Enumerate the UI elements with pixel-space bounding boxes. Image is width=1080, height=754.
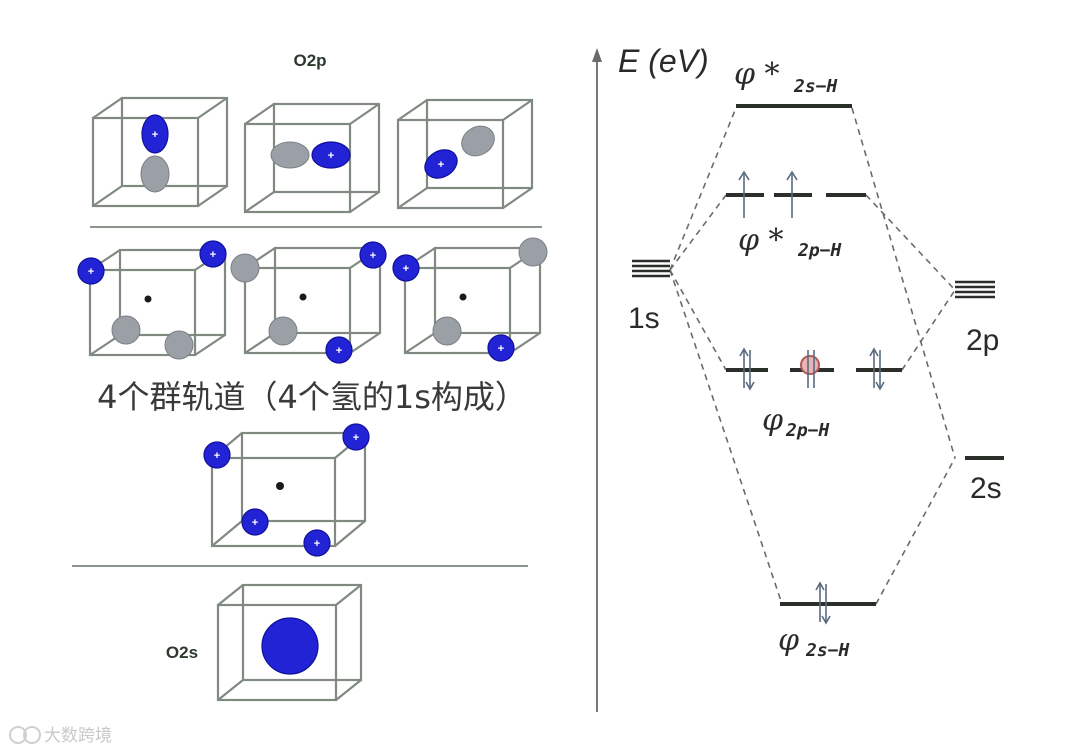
- energy-axis: [592, 48, 602, 712]
- correlation-lines: [669, 107, 956, 605]
- svg-text:+: +: [214, 450, 220, 462]
- svg-text:+: +: [353, 432, 359, 444]
- up-down-arrow-pair-icon: [739, 347, 755, 391]
- up-down-arrow-pair-icon: [869, 347, 885, 391]
- o-2p-levels: [955, 280, 995, 299]
- o2s-sphere: [261, 617, 319, 675]
- negative-lobe: [461, 125, 495, 157]
- svg-text:大数跨境: 大数跨境: [44, 726, 112, 745]
- svg-text:2p−H: 2p−H: [797, 240, 842, 261]
- group-orbital-cube-c: + +: [392, 237, 548, 362]
- positive-lobe: [141, 114, 169, 154]
- antibonding-2p-levels: [726, 170, 866, 218]
- svg-text:φ *: φ *: [734, 57, 780, 92]
- h-1s-label: 1s: [628, 302, 660, 335]
- o2p-cube-pz: +: [91, 96, 229, 208]
- bonding-2p-levels: [726, 347, 902, 391]
- svg-text:+: +: [336, 345, 342, 357]
- o2p-cube-py: +: [396, 98, 534, 210]
- svg-text:φ: φ: [778, 623, 799, 658]
- svg-text:φ *: φ *: [738, 223, 784, 258]
- bonding-2s-label: φ 2s−H: [778, 623, 850, 661]
- group-orbital-cube-b: + +: [230, 241, 387, 364]
- svg-text:φ: φ: [762, 403, 783, 438]
- negative-lobe: [140, 155, 170, 193]
- watermark: 大数跨境: [9, 726, 112, 745]
- o2s-label: O2s: [166, 643, 198, 662]
- svg-text:2s−H: 2s−H: [793, 76, 838, 97]
- svg-text:+: +: [498, 343, 504, 355]
- o-2p-label: 2p: [966, 324, 999, 357]
- svg-text:+: +: [210, 249, 216, 261]
- group-orbital-cube-a: + +: [77, 240, 227, 360]
- plus-sign-icon: +: [438, 159, 444, 171]
- bonding-2p-label: φ 2p−H: [762, 403, 830, 441]
- svg-text:+: +: [370, 250, 376, 262]
- up-down-arrow-pair-icon: [815, 581, 831, 625]
- svg-text:+: +: [403, 263, 409, 275]
- positive-lobe: [424, 149, 458, 179]
- o-2s-label: 2s: [970, 472, 1002, 505]
- o2s-cube: [216, 583, 363, 702]
- o2p-label: O2p: [293, 51, 326, 70]
- up-arrow-icon: [786, 170, 798, 218]
- group-orbitals-caption: 4个群轨道（4个氢的1s构成）: [97, 378, 527, 416]
- antibonding-2p-label: φ * 2p−H: [738, 223, 842, 261]
- logo-icon: [9, 726, 41, 744]
- svg-text:+: +: [314, 538, 320, 550]
- positive-lobe: [311, 141, 351, 169]
- svg-text:2p−H: 2p−H: [785, 420, 830, 441]
- plus-sign-icon: +: [328, 150, 334, 162]
- group-orbital-cube-d: + + + +: [203, 423, 370, 557]
- svg-text:2s−H: 2s−H: [805, 640, 850, 661]
- svg-text:+: +: [252, 517, 258, 529]
- h-1s-levels: [632, 259, 670, 278]
- energy-axis-label: E (eV): [618, 43, 709, 79]
- up-down-arrow-pair-icon: [800, 350, 820, 388]
- up-arrow-icon: [738, 170, 750, 218]
- antibonding-2s-label: φ * 2s−H: [734, 57, 838, 97]
- plus-sign-icon: +: [152, 129, 158, 141]
- o2p-cube-px: +: [243, 102, 381, 214]
- negative-lobe: [270, 141, 310, 169]
- svg-text:+: +: [88, 266, 94, 278]
